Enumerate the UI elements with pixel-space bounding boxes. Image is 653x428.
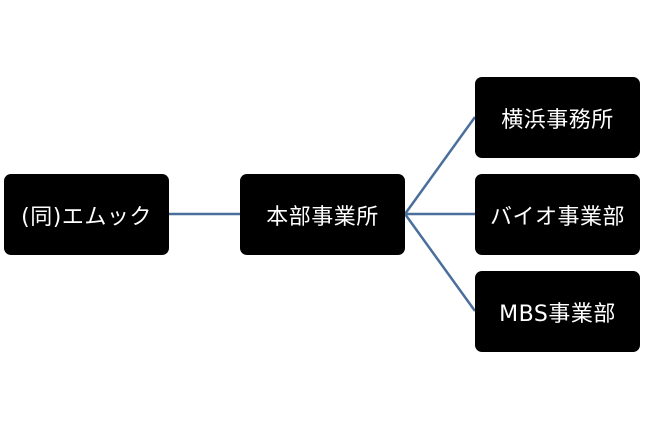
node-bio-label: バイオ事業部 — [489, 204, 625, 230]
node-mbs-label: MBS事業部 — [499, 301, 616, 327]
connector-headquarters-yokohama — [403, 116, 477, 215]
node-yokohama-office: 横浜事務所 — [475, 77, 640, 158]
node-root-company: (同)エムック — [4, 174, 169, 255]
node-bio-division: バイオ事業部 — [475, 174, 640, 255]
node-root-label: (同)エムック — [21, 204, 152, 230]
node-yokohama-label: 横浜事務所 — [501, 107, 614, 133]
node-headquarters: 本部事業所 — [240, 174, 405, 255]
node-mbs-division: MBS事業部 — [475, 271, 640, 352]
node-headquarters-label: 本部事業所 — [266, 204, 379, 230]
connector-headquarters-mbs — [403, 213, 477, 312]
